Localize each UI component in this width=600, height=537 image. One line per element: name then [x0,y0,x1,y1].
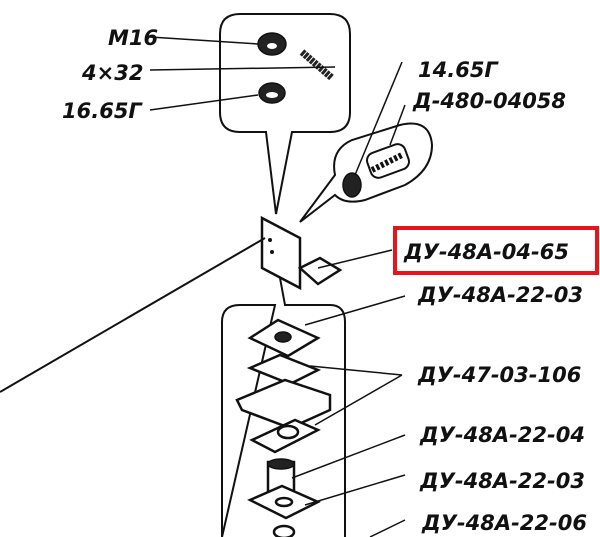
top-callout-box [219,13,351,215]
label-plate-bottom: ДУ-48А-22-03 [419,469,585,493]
bottom-callout-box [221,277,346,537]
screw-icon [299,49,335,81]
clip-icon [235,353,332,454]
label-screw: 4×32 [81,61,143,85]
label-bushing: ДУ-48А-22-04 [419,423,585,447]
label-washer-16: 16.65Г [62,99,143,123]
label-washer-14: 14.65Г [418,58,499,82]
label-bracket: ДУ-48А-04-65 [403,240,569,264]
bolt-icon [342,143,410,198]
bottom-plate-icon [247,484,321,537]
bracket-icon [260,215,343,291]
plate-icon [247,318,321,358]
label-bolt: Д-480-04058 [412,89,566,113]
washer-icon [258,82,286,104]
label-bottom-part: ДУ-48А-22-06 [421,511,587,535]
nut-icon [257,32,287,56]
label-plate-top: ДУ-48А-22-03 [417,283,583,307]
bolt-callout-box [299,122,434,223]
label-clip: ДУ-47-03-106 [417,363,581,387]
label-m16: М16 [108,26,158,50]
highlight-box [393,226,599,275]
